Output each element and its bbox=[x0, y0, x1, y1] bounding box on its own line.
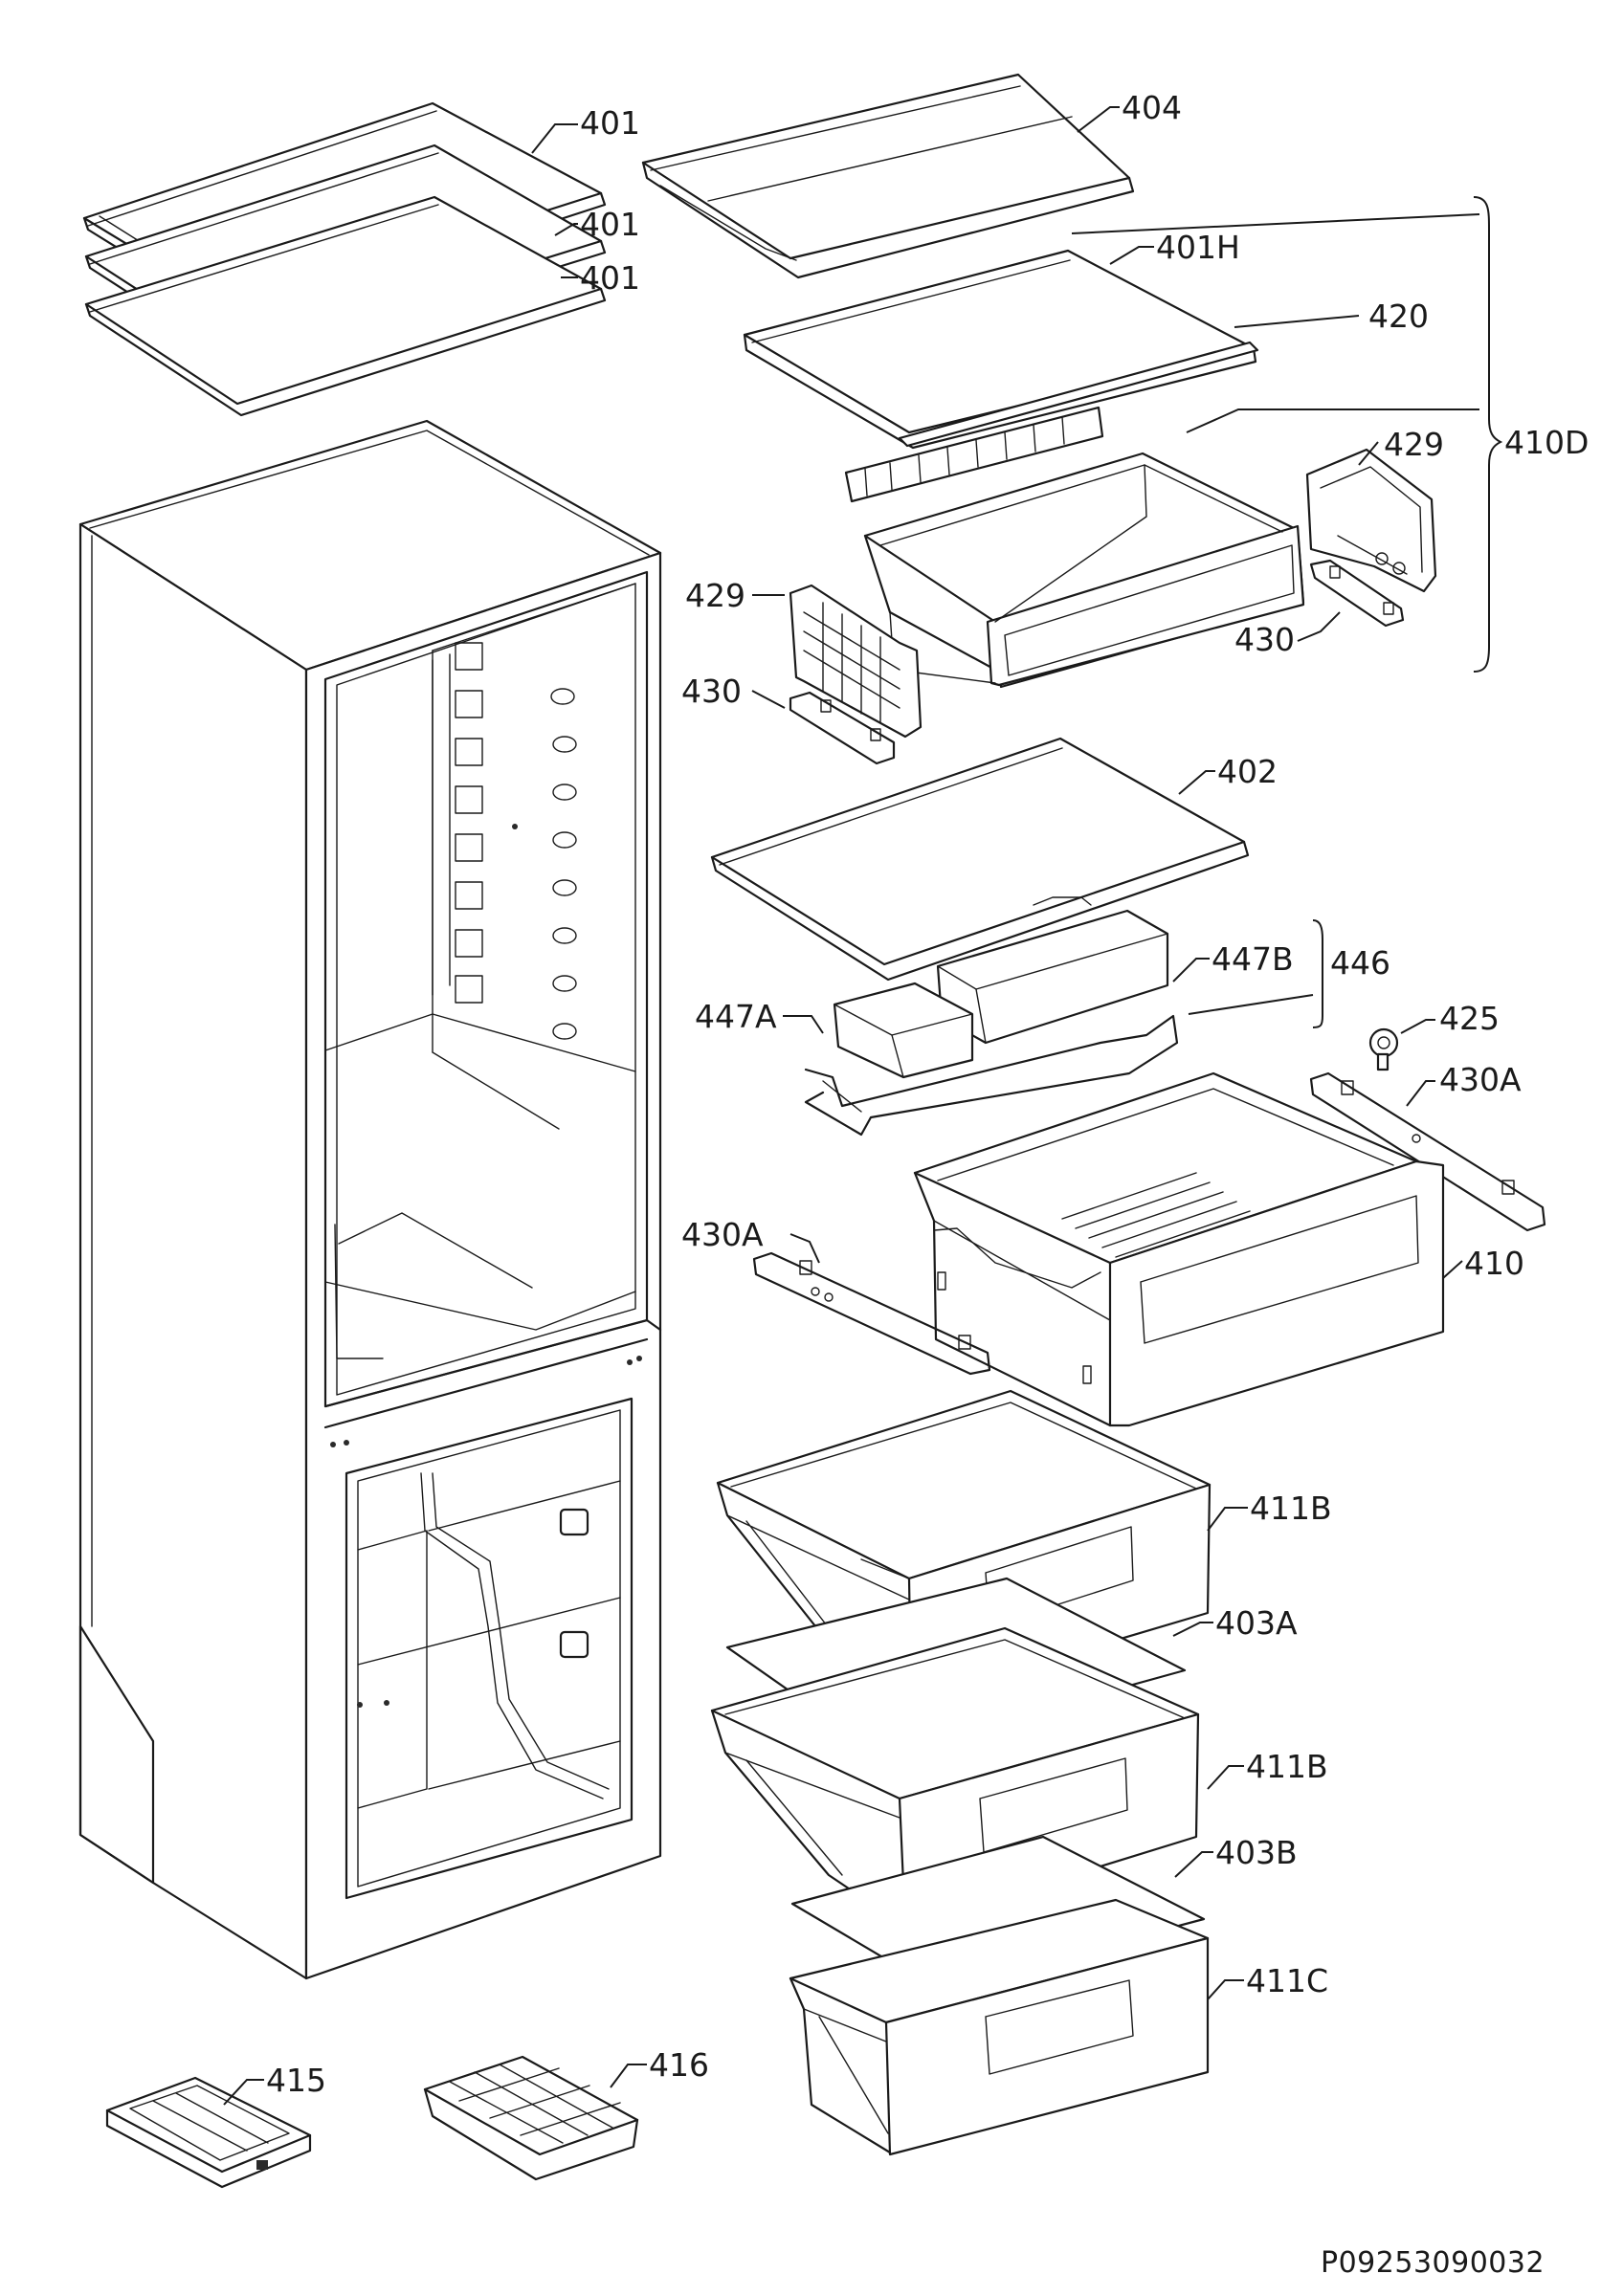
label-447A: 447A bbox=[695, 998, 777, 1035]
freezer-drawer-411C bbox=[789, 1898, 1210, 2156]
side-frame-429 bbox=[789, 584, 923, 739]
label-411C: 411C bbox=[1246, 1962, 1328, 1999]
document-code: P09253090032 bbox=[1321, 2246, 1545, 2280]
label-430: 430 bbox=[1234, 621, 1295, 658]
glass-shelf-401-bottom bbox=[84, 195, 607, 417]
label-429: 429 bbox=[685, 577, 745, 614]
knob-425 bbox=[1368, 1027, 1399, 1071]
label-420: 420 bbox=[1368, 298, 1429, 335]
label-430A: 430A bbox=[681, 1216, 764, 1253]
drawer-rail-430A-right bbox=[1309, 1071, 1546, 1232]
refrigerator-cabinet bbox=[78, 419, 662, 1980]
label-410: 410 bbox=[1464, 1245, 1524, 1282]
label-411B: 411B bbox=[1250, 1490, 1332, 1527]
label-447B: 447B bbox=[1212, 940, 1294, 978]
shelf-support-right bbox=[550, 688, 577, 1040]
drawer-rail-430 bbox=[789, 691, 896, 765]
trim-strip-420 bbox=[898, 341, 1259, 448]
label-410D: 410D bbox=[1504, 424, 1589, 461]
tray-415 bbox=[105, 2076, 312, 2189]
label-430: 430 bbox=[681, 673, 742, 710]
label-411B: 411B bbox=[1246, 1748, 1328, 1785]
ice-cube-tray-416 bbox=[423, 2055, 639, 2181]
label-401: 401 bbox=[580, 259, 640, 297]
shelf-support-left bbox=[455, 642, 483, 1004]
drawer-rail-430A-left bbox=[752, 1251, 991, 1376]
storage-box-447A bbox=[833, 982, 974, 1079]
label-415: 415 bbox=[266, 2062, 326, 2099]
part-labels: 401 401 401 404 401H 420 429 410D 430 42… bbox=[266, 89, 1589, 2099]
label-403A: 403A bbox=[1215, 1604, 1298, 1642]
label-402: 402 bbox=[1217, 753, 1278, 790]
glass-shelf-402 bbox=[710, 737, 1250, 982]
label-430A: 430A bbox=[1439, 1061, 1522, 1098]
label-401H: 401H bbox=[1156, 229, 1240, 266]
label-403B: 403B bbox=[1215, 1834, 1298, 1871]
brace-410D bbox=[1473, 196, 1503, 673]
label-446: 446 bbox=[1330, 944, 1390, 982]
freezer-drawer-410 bbox=[913, 1071, 1445, 1427]
brace-446 bbox=[1312, 919, 1323, 1028]
label-425: 425 bbox=[1439, 1000, 1500, 1037]
label-429: 429 bbox=[1384, 426, 1444, 463]
drawer-assembly-410D bbox=[844, 406, 1437, 689]
box-holder-446 bbox=[804, 1014, 1179, 1137]
label-404: 404 bbox=[1122, 89, 1182, 126]
leader-lines bbox=[223, 106, 1480, 2106]
label-416: 416 bbox=[649, 2046, 709, 2084]
glass-shelf-404 bbox=[641, 73, 1135, 279]
label-401: 401 bbox=[580, 104, 640, 142]
label-401: 401 bbox=[580, 206, 640, 243]
